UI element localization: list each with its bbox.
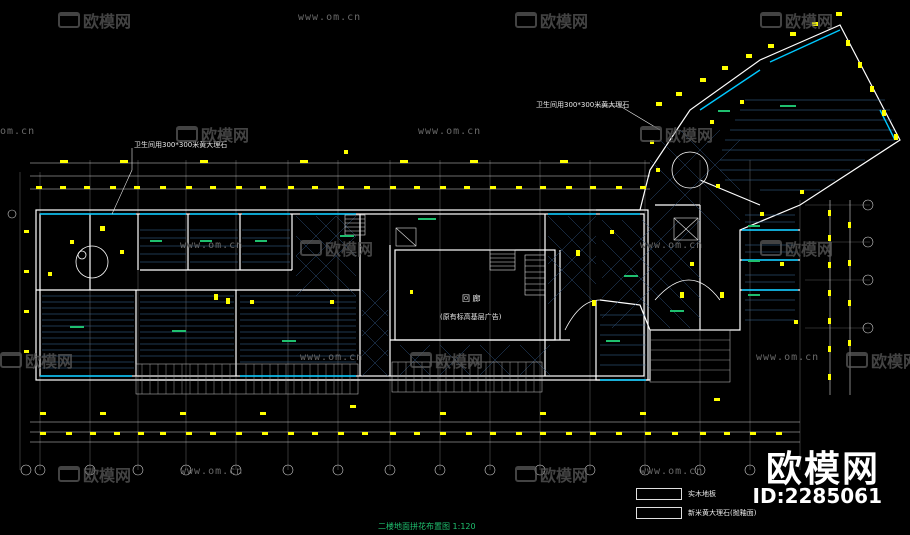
sofa-icon: [176, 126, 198, 142]
legend-label-marble: 新米黄大理石(抛釉面): [688, 509, 757, 517]
legend-swatch-wood: [636, 488, 682, 500]
watermark-logo: 欧模网: [300, 236, 373, 260]
drawing-title: 二楼地面拼花布置图 1:120: [378, 522, 476, 531]
watermark-text: 欧模网: [540, 466, 589, 485]
watermark-text: 欧模网: [871, 352, 910, 371]
sofa-icon: [300, 240, 322, 256]
watermark-text: 欧模网: [540, 12, 589, 31]
watermark-logo: 欧模网: [846, 348, 910, 372]
sofa-icon: [515, 12, 537, 28]
watermark-text: 欧模网: [201, 126, 250, 145]
watermark-url: www.om.cn: [756, 352, 820, 363]
wood-floor-hatch: [42, 99, 894, 369]
stairs: [344, 214, 699, 296]
watermark-url: om.cn: [0, 126, 36, 137]
watermark-logo: 欧模网: [760, 8, 833, 32]
room-labels: [70, 105, 796, 342]
walls: [35, 24, 901, 381]
watermark-logo: 欧模网: [515, 462, 588, 486]
watermark-text: 欧模网: [435, 352, 484, 371]
dimension-lines: [30, 162, 851, 443]
watermark-url: www.om.cn: [418, 126, 482, 137]
watermark-text: 欧模网: [785, 12, 834, 31]
balcony-hatch: [135, 329, 731, 395]
watermark-logo: 欧模网: [640, 122, 713, 146]
watermark-logo: 欧模网: [410, 348, 483, 372]
watermark-logo: 欧模网: [0, 348, 73, 372]
sofa-icon: [846, 352, 868, 368]
marble-floor-hatch: [295, 129, 741, 377]
watermark-url: www.om.cn: [640, 466, 704, 477]
watermark-logo: 欧模网: [760, 236, 833, 260]
sofa-icon: [58, 12, 80, 28]
watermark-text: 欧模网: [785, 240, 834, 259]
legend-swatch-marble: [636, 507, 682, 519]
sofa-icon: [58, 466, 80, 482]
note-leaders: [111, 105, 661, 215]
watermark-url: www.om.cn: [180, 466, 244, 477]
watermark-text: 欧模网: [83, 466, 132, 485]
watermark-url: www.om.cn: [300, 352, 364, 363]
watermark-text: 欧模网: [83, 12, 132, 31]
watermark-logo: 欧模网: [58, 462, 131, 486]
sofa-icon: [760, 12, 782, 28]
sofa-icon: [515, 466, 537, 482]
curves: [75, 151, 721, 331]
sofa-icon: [410, 352, 432, 368]
watermark-url: www.om.cn: [640, 240, 704, 251]
yellow-marks: [24, 12, 898, 435]
watermark-text: 欧模网: [325, 240, 374, 259]
hall-label: 回 廊: [462, 294, 481, 303]
window-lines: [40, 29, 896, 381]
brand-logo-text: 欧模网: [765, 449, 880, 490]
sofa-icon: [760, 240, 782, 256]
axis-bubbles: [7, 199, 874, 476]
legend-label-wood: 实木地板: [688, 490, 716, 498]
watermark-logo: 欧模网: [58, 8, 131, 32]
sofa-icon: [0, 352, 22, 368]
note-right: 卫生间用300*300米黄大理石: [536, 101, 630, 109]
sofa-icon: [640, 126, 662, 142]
watermark-text: 欧模网: [25, 352, 74, 371]
watermark-url: www.om.cn: [180, 240, 244, 251]
hall-sublabel: (原有标高基层广告): [440, 313, 502, 321]
watermark-logo: 欧模网: [515, 8, 588, 32]
brand-id-text: ID:2285061: [752, 484, 882, 508]
watermark-logo: 欧模网: [176, 122, 249, 146]
note-left: 卫生间用300*300米黄大理石: [134, 141, 228, 149]
watermark-text: 欧模网: [665, 126, 714, 145]
watermark-url: www.om.cn: [298, 12, 362, 23]
